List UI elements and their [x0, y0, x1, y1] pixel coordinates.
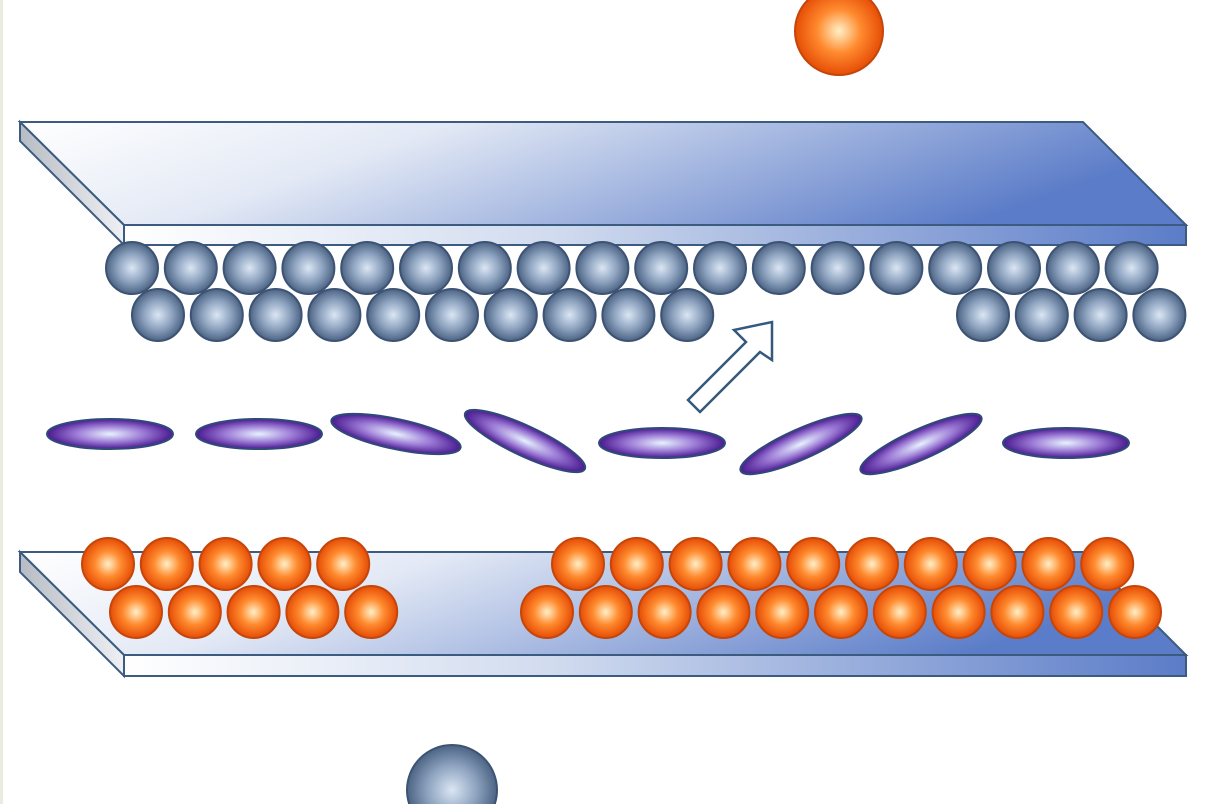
liquid-crystal-ellipsoid — [598, 427, 726, 459]
top-plate-front-face — [123, 224, 1187, 246]
free-blue-ball — [406, 744, 498, 804]
blue-ball — [163, 241, 218, 295]
blue-ball — [1014, 288, 1069, 342]
orange-ball — [962, 537, 1017, 591]
orange-ball — [1049, 585, 1104, 639]
blue-ball — [869, 241, 924, 295]
orange-ball — [578, 585, 633, 639]
blue-ball — [693, 241, 747, 295]
bottom-orange-ball-layer — [81, 537, 1162, 639]
blue-ball — [810, 241, 865, 295]
orange-ball — [637, 585, 692, 639]
blue-ball — [1104, 241, 1159, 295]
orange-ball — [727, 537, 782, 591]
orange-ball — [668, 537, 723, 591]
blue-ball — [928, 241, 983, 295]
blue-ball — [131, 288, 185, 342]
orange-ball — [903, 537, 958, 591]
orange-ball — [198, 537, 253, 591]
orange-ball — [609, 537, 664, 591]
orange-ball — [814, 585, 868, 639]
orange-ball — [845, 537, 899, 591]
top-blue-ball-layer — [105, 241, 1187, 342]
liquid-crystal-ellipsoid — [330, 412, 462, 456]
orange-ball — [1021, 537, 1076, 591]
blue-ball — [281, 241, 336, 295]
blue-ball — [751, 241, 806, 295]
liquid-crystal-ellipsoid — [859, 412, 983, 476]
orange-ball — [696, 585, 751, 639]
blue-ball — [248, 288, 303, 342]
orange-ball — [551, 537, 605, 591]
blue-ball — [307, 288, 362, 342]
blue-ball — [516, 241, 571, 295]
orange-ball — [109, 585, 163, 639]
blue-ball — [1132, 288, 1187, 342]
liquid-crystal-ellipsoid — [739, 412, 863, 476]
migration-arrow-icon — [686, 320, 774, 414]
free-orange-ball — [794, 0, 884, 76]
orange-ball — [931, 585, 986, 639]
orange-ball — [520, 585, 574, 639]
blue-ball — [660, 288, 715, 342]
orange-ball — [167, 585, 222, 639]
liquid-crystal-ellipsoid — [46, 418, 174, 450]
orange-ball — [226, 585, 281, 639]
orange-ball — [139, 537, 194, 591]
blue-ball — [575, 241, 630, 295]
blue-ball — [457, 241, 512, 295]
orange-ball — [344, 585, 399, 639]
orange-ball — [81, 537, 135, 591]
blue-ball — [189, 288, 244, 342]
orange-ball — [285, 585, 340, 639]
orange-ball — [1108, 585, 1162, 639]
blue-ball — [222, 241, 277, 295]
orange-ball — [990, 585, 1045, 639]
blue-ball — [340, 241, 395, 295]
blue-ball — [634, 241, 689, 295]
liquid-crystal-ellipsoid — [463, 408, 587, 474]
bottom-plate-front-face — [123, 654, 1187, 677]
top-plate — [17, 119, 1189, 248]
orange-ball — [316, 537, 371, 591]
blue-ball — [601, 288, 656, 342]
blue-ball — [987, 241, 1041, 295]
blue-ball — [366, 288, 421, 342]
blue-ball — [1045, 241, 1100, 295]
orange-ball — [755, 585, 810, 639]
blue-ball — [542, 288, 597, 342]
blue-ball — [105, 241, 159, 295]
middle-ellipsoid-layer — [46, 408, 1130, 476]
blue-ball — [1073, 288, 1128, 342]
top-plate-top-face — [17, 121, 1189, 226]
blue-ball — [483, 288, 538, 342]
liquid-crystal-ellipsoid — [195, 418, 323, 450]
orange-ball — [257, 537, 312, 591]
orange-ball — [786, 537, 841, 591]
blue-ball — [425, 288, 479, 342]
left-border-strip — [0, 0, 3, 804]
orange-ball — [1080, 537, 1135, 591]
liquid-crystal-ellipsoid — [1002, 427, 1130, 459]
blue-ball — [399, 241, 453, 295]
orange-ball — [872, 585, 927, 639]
blue-ball — [956, 288, 1010, 342]
